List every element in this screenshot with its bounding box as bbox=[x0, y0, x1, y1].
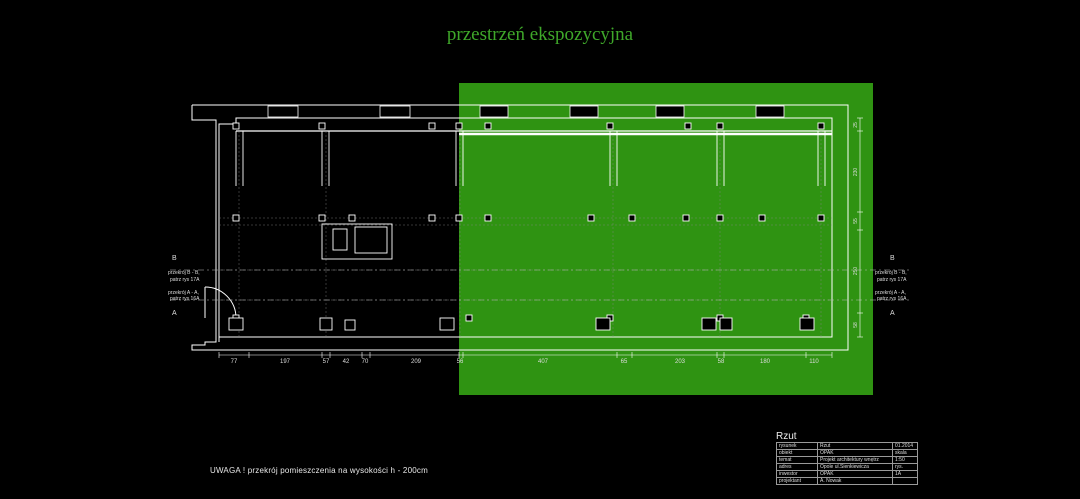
section-markers-right: B przekrój B - B, patrz rys 17A przekrój… bbox=[875, 255, 907, 317]
column bbox=[628, 214, 636, 222]
titleblock-label: inwestor bbox=[776, 470, 818, 478]
section-height-note: UWAGA ! przekrój pomieszczenia na wysoko… bbox=[210, 466, 428, 475]
section-markers-left: B przekrój B - B, patrz rys 17A przekrój… bbox=[168, 255, 200, 317]
dimension-label: 180 bbox=[760, 359, 771, 365]
titleblock-row: rysunek Rzut 01.2014 bbox=[776, 442, 918, 450]
section-b-label: przekrój B - B, bbox=[168, 270, 200, 276]
section-letter-a: A bbox=[172, 310, 177, 317]
titleblock-label: temat bbox=[776, 456, 818, 464]
section-letter-a: A bbox=[890, 310, 895, 317]
dimension-label: 407 bbox=[538, 359, 549, 365]
column bbox=[232, 122, 240, 130]
titleblock-value: OPAK bbox=[817, 449, 893, 457]
dimension-label: 25 bbox=[853, 122, 859, 128]
column bbox=[716, 122, 724, 130]
dimension-label: 197 bbox=[280, 359, 291, 365]
dimension-label: 250 bbox=[853, 267, 859, 276]
section-a-ref: patrz rys 16A bbox=[170, 296, 200, 302]
dimension-label: 70 bbox=[362, 359, 369, 365]
windows bbox=[267, 105, 785, 118]
titleblock-heading: Rzut bbox=[776, 431, 797, 442]
titleblock-right: rys. bbox=[892, 463, 918, 471]
titleblock-right bbox=[892, 477, 918, 485]
column bbox=[817, 214, 825, 222]
section-a-label: przekrój A - A, bbox=[875, 290, 906, 296]
dimension-label: 55 bbox=[853, 218, 859, 224]
exhibition-area-highlight bbox=[459, 83, 873, 395]
column bbox=[455, 122, 463, 130]
dimension-lines bbox=[219, 118, 861, 356]
titleblock-row: temat Projekt architektury wnętrz 1:50 bbox=[776, 456, 918, 464]
dimension-label: 57 bbox=[323, 359, 330, 365]
column bbox=[716, 214, 724, 222]
titleblock-row: obiekt OPAK skala bbox=[776, 449, 918, 457]
column bbox=[455, 214, 463, 222]
dimensions-right: 25 230 55 250 58 bbox=[853, 122, 859, 328]
dimension-label: 203 bbox=[675, 359, 686, 365]
titleblock-value: Opole ul.Sienkiewicza bbox=[817, 463, 893, 471]
column bbox=[587, 214, 595, 222]
dimension-label: 56 bbox=[457, 359, 464, 365]
section-b-ref: patrz rys 17A bbox=[877, 277, 907, 283]
section-letter-b: B bbox=[172, 255, 177, 262]
titleblock-right: 1:50 bbox=[892, 456, 918, 464]
plan-linework bbox=[191, 104, 849, 351]
titleblock-right: skala bbox=[892, 449, 918, 457]
titleblock-label: obiekt bbox=[776, 449, 818, 457]
titleblock-label: rysunek bbox=[776, 442, 818, 450]
titleblock-label: projektant bbox=[776, 477, 818, 485]
section-b-label: przekrój B - B, bbox=[875, 270, 907, 276]
titleblock-row: projektant A. Nowak bbox=[776, 477, 918, 485]
section-letter-b: B bbox=[890, 255, 895, 262]
dimension-label: 42 bbox=[343, 359, 350, 365]
dimension-label: 209 bbox=[411, 359, 422, 365]
section-a-ref: patrz rys 16A bbox=[877, 296, 907, 302]
titleblock-value: OPAK bbox=[817, 470, 893, 478]
dimensions-bottom: 77 197 57 42 70 209 56 407 65 203 58 180… bbox=[231, 359, 820, 365]
titleblock-right: 1A bbox=[892, 470, 918, 478]
central-block bbox=[321, 223, 393, 260]
section-a-label: przekrój A - A, bbox=[168, 290, 199, 296]
wall-pilasters bbox=[235, 131, 826, 186]
section-lines bbox=[170, 269, 910, 301]
page-title: przestrzeń ekspozycyjna bbox=[446, 24, 634, 45]
titleblock-label: adres bbox=[776, 463, 818, 471]
titleblock-value: A. Nowak bbox=[817, 477, 893, 485]
column bbox=[232, 214, 240, 222]
titleblock-row: inwestor OPAK 1A bbox=[776, 470, 918, 478]
titleblock-right: 01.2014 bbox=[892, 442, 918, 450]
column bbox=[682, 214, 690, 222]
wall-notches bbox=[228, 317, 815, 331]
column bbox=[318, 122, 326, 130]
column bbox=[684, 122, 692, 130]
dimension-label: 58 bbox=[718, 359, 725, 365]
dimension-label: 110 bbox=[809, 359, 819, 365]
section-b-ref: patrz rys 17A bbox=[170, 277, 200, 283]
column bbox=[758, 214, 766, 222]
titleblock-row: adres Opole ul.Sienkiewicza rys. bbox=[776, 463, 918, 471]
column bbox=[465, 314, 473, 322]
titleblock-table: rysunek Rzut 01.2014 obiekt OPAK skala t… bbox=[776, 442, 918, 485]
dimension-label: 58 bbox=[853, 322, 859, 328]
column bbox=[484, 122, 492, 130]
dimension-label: 65 bbox=[621, 359, 628, 365]
column bbox=[817, 122, 825, 130]
dimension-label: 77 bbox=[231, 359, 238, 365]
column bbox=[428, 214, 436, 222]
column bbox=[428, 122, 436, 130]
column bbox=[348, 214, 356, 222]
column bbox=[484, 214, 492, 222]
dimension-label: 230 bbox=[853, 168, 859, 177]
dimension-ticks bbox=[218, 117, 863, 358]
titleblock-value: Rzut bbox=[817, 442, 893, 450]
column bbox=[318, 214, 326, 222]
titleblock-value: Projekt architektury wnętrz bbox=[817, 456, 893, 464]
column bbox=[606, 122, 614, 130]
